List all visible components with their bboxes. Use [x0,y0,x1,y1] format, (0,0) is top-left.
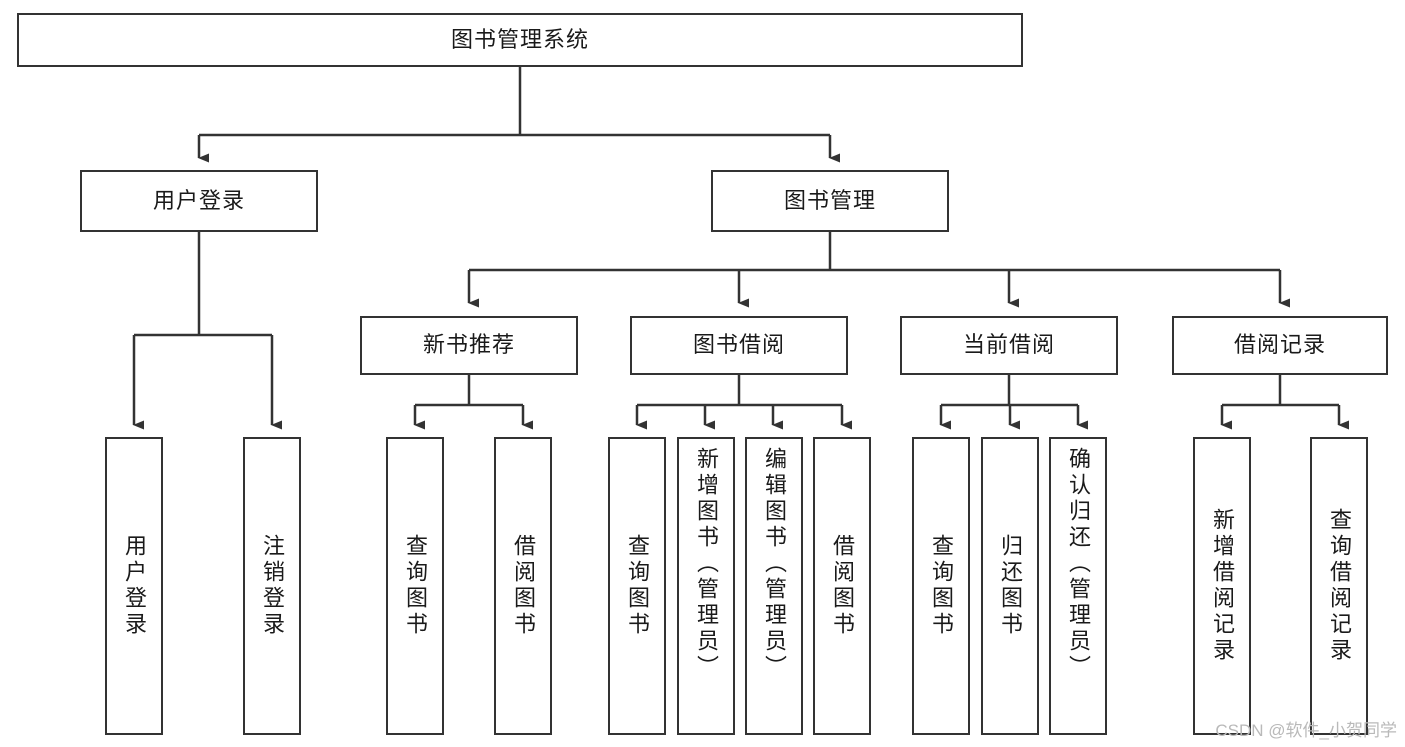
node-leaf-borrow-book-2[interactable]: 借阅图书 [813,437,871,735]
node-leaf-query-book-1-label: 查询图书 [403,534,428,638]
node-leaf-query-record[interactable]: 查询借阅记录 [1310,437,1368,735]
node-book-manage-label: 图书管理 [783,187,876,213]
node-leaf-confirm-return[interactable]: 确认归还（管理员） [1049,437,1107,735]
node-leaf-confirm-return-label: 确认归还（管理员） [1066,447,1091,681]
node-leaf-query-book-2[interactable]: 查询图书 [608,437,666,735]
node-leaf-edit-book-label: 编辑图书（管理员） [762,447,787,681]
node-new-book-recommend-label: 新书推荐 [422,332,515,358]
node-leaf-user-login[interactable]: 用户登录 [105,437,163,735]
node-book-manage[interactable]: 图书管理 [711,170,949,232]
node-leaf-add-record-label: 新增借阅记录 [1210,508,1235,664]
node-leaf-query-book-3[interactable]: 查询图书 [912,437,970,735]
node-borrow-record-label: 借阅记录 [1233,332,1326,358]
node-user-login[interactable]: 用户登录 [80,170,318,232]
node-current-borrow[interactable]: 当前借阅 [900,316,1118,375]
node-leaf-user-login-label: 用户登录 [122,534,147,638]
node-current-borrow-label: 当前借阅 [962,332,1055,358]
node-leaf-borrow-book-2-label: 借阅图书 [830,534,855,638]
node-book-borrow[interactable]: 图书借阅 [630,316,848,375]
csdn-watermark: CSDN @软件_小贺同学 [1215,721,1397,740]
node-borrow-record[interactable]: 借阅记录 [1172,316,1388,375]
node-leaf-return-book-label: 归还图书 [998,534,1023,638]
node-leaf-query-book-1[interactable]: 查询图书 [386,437,444,735]
node-root-system-label: 图书管理系统 [450,26,589,52]
node-leaf-borrow-book-1[interactable]: 借阅图书 [494,437,552,735]
node-leaf-user-logout-label: 注销登录 [260,534,285,638]
node-book-borrow-label: 图书借阅 [692,332,785,358]
node-leaf-borrow-book-1-label: 借阅图书 [511,534,536,638]
node-root-system[interactable]: 图书管理系统 [17,13,1023,67]
node-leaf-edit-book[interactable]: 编辑图书（管理员） [745,437,803,735]
node-leaf-query-record-label: 查询借阅记录 [1327,508,1352,664]
node-user-login-label: 用户登录 [152,187,245,213]
node-leaf-add-book-label: 新增图书（管理员） [694,447,719,681]
node-leaf-add-record[interactable]: 新增借阅记录 [1193,437,1251,735]
node-leaf-add-book[interactable]: 新增图书（管理员） [677,437,735,735]
node-leaf-return-book[interactable]: 归还图书 [981,437,1039,735]
node-new-book-recommend[interactable]: 新书推荐 [360,316,578,375]
node-leaf-user-logout[interactable]: 注销登录 [243,437,301,735]
node-leaf-query-book-3-label: 查询图书 [929,534,954,638]
node-leaf-query-book-2-label: 查询图书 [625,534,650,638]
